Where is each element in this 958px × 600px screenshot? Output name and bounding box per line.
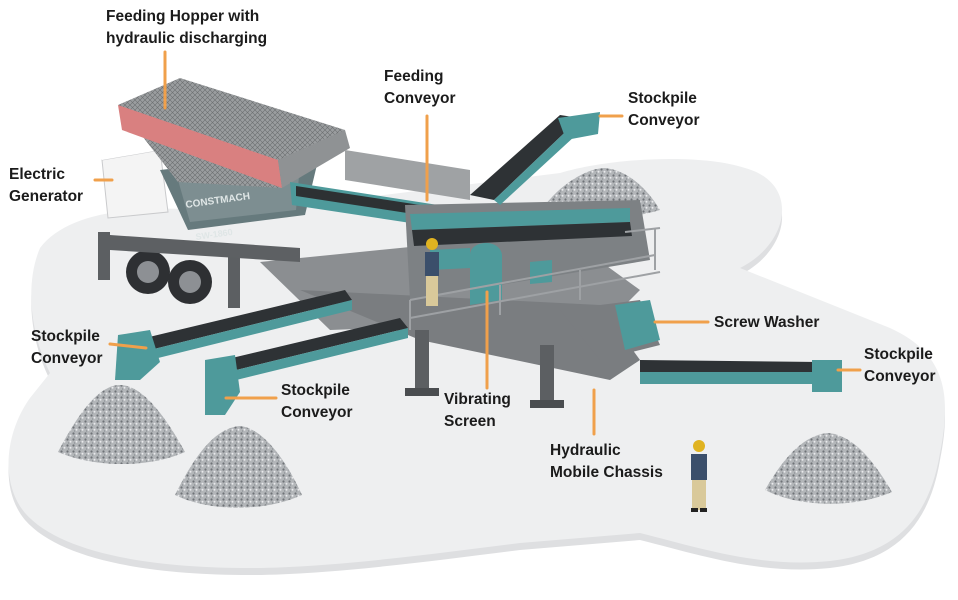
label-screw-washer: Screw Washer	[714, 314, 820, 331]
stockpile-conveyor-middle	[205, 318, 408, 415]
gravel-pile-left	[58, 385, 185, 464]
electric-generator	[98, 140, 169, 219]
trailer-wheels	[110, 235, 300, 304]
label-hydraulic-mobile-chassis: Hydraulic Mobile Chassis	[550, 442, 663, 481]
screw-washer	[560, 300, 660, 360]
label-stockpile-conveyor-left: Stockpile Conveyor	[31, 328, 103, 367]
label-feeding-conveyor: Feeding Conveyor	[384, 68, 456, 107]
label-electric-generator: Electric Generator	[9, 166, 84, 205]
label-stockpile-conveyor-middle: Stockpile Conveyor	[281, 382, 353, 421]
label-stockpile-conveyor-right: Stockpile Conveyor	[864, 346, 936, 385]
label-vibrating-screen: Vibrating Screen	[444, 391, 511, 430]
gravel-pile-middle	[175, 426, 302, 508]
vibrating-screen	[405, 200, 650, 305]
label-stockpile-conveyor-top: Stockpile Conveyor	[628, 90, 700, 129]
label-feeding-hopper: Feeding Hopper with hydraulic dischargin…	[106, 8, 268, 47]
worker-on-ground	[691, 440, 707, 512]
stockpile-conveyor-right	[640, 360, 842, 392]
stockpile-conveyor-top	[470, 112, 600, 205]
stockpile-conveyor-left	[115, 290, 352, 380]
worker-on-platform	[425, 238, 439, 306]
feeding-hopper: CONSTMACH SW-1860	[118, 78, 350, 242]
leader-stockpile-conveyor-left	[108, 342, 148, 350]
gravel-pile-right	[765, 433, 892, 504]
leader-lines	[93, 50, 862, 436]
walkway-railing	[409, 227, 661, 330]
